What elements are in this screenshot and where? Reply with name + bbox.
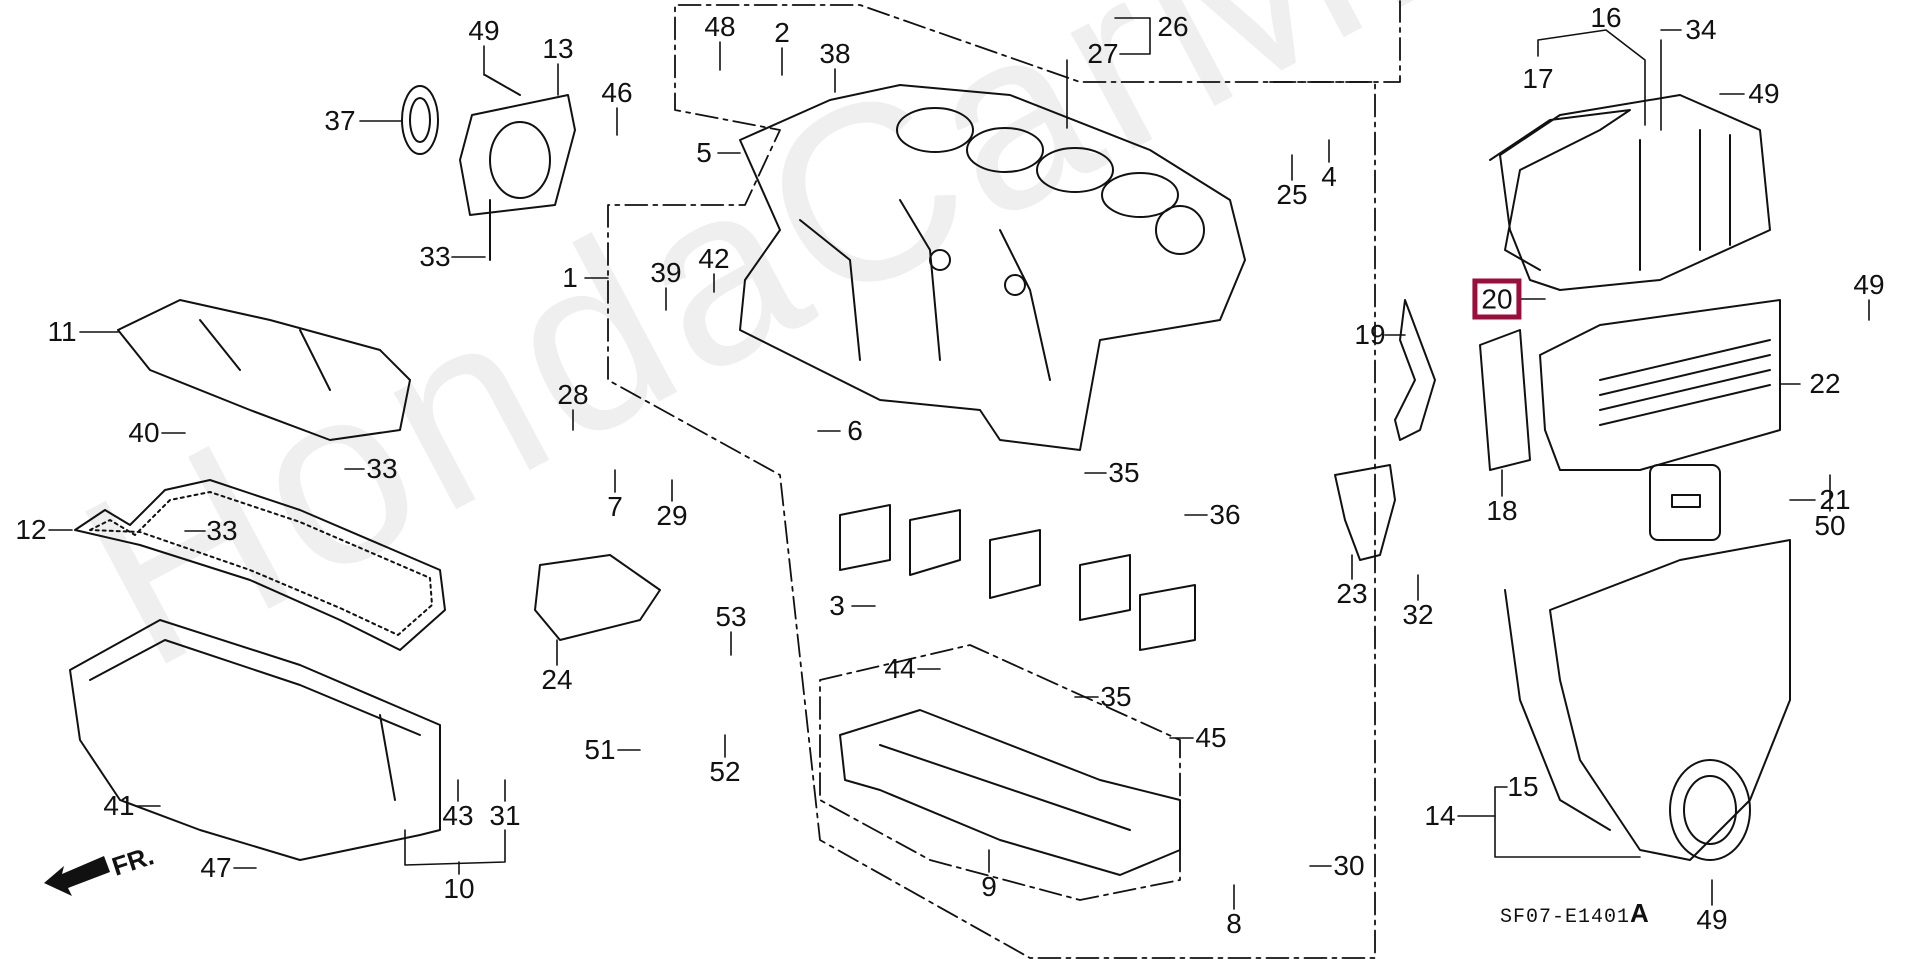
callout-20-highlighted[interactable]: 20 [1472,278,1522,320]
callout-38[interactable]: 38 [819,38,851,69]
oil-baffle [117,299,411,441]
callout-6[interactable]: 6 [847,415,863,446]
callout-39[interactable]: 39 [650,257,682,288]
callout-41[interactable]: 41 [103,790,135,821]
callout-34[interactable]: 34 [1685,14,1717,45]
callout-30[interactable]: 30 [1333,850,1365,881]
cylinder-block [739,84,1246,451]
callout-37[interactable]: 37 [324,105,356,136]
callout-32[interactable]: 32 [1402,599,1434,630]
callout-21[interactable]: 21 [1819,484,1851,515]
callout-45[interactable]: 45 [1195,722,1227,753]
callout-8[interactable]: 8 [1226,908,1242,939]
callout-23[interactable]: 23 [1336,578,1368,609]
diagram-code-text: SF07-E1401 [1500,906,1631,929]
callout-26[interactable]: 26 [1157,11,1189,42]
callout-25[interactable]: 25 [1276,179,1308,210]
bearing-cap-bridge [839,709,1181,876]
oil-pan [69,619,441,861]
callout-27[interactable]: 27 [1087,38,1119,69]
callout-49[interactable]: 49 [1696,904,1728,935]
callout-16[interactable]: 16 [1590,2,1622,33]
callout-1[interactable]: 1 [562,262,578,293]
callout-15[interactable]: 15 [1507,771,1539,802]
diagram-code: SF07-E1401A [1500,898,1650,929]
callout-43[interactable]: 43 [442,800,474,831]
callout-49[interactable]: 49 [468,15,500,46]
callout-47[interactable]: 47 [200,852,232,883]
brackets [534,299,1436,641]
callout-29[interactable]: 29 [656,500,688,531]
callout-42[interactable]: 42 [698,243,730,274]
middle-timing-cover [1479,299,1781,471]
callout-12[interactable]: 12 [15,514,47,545]
callout-4[interactable]: 4 [1321,161,1337,192]
callout-51[interactable]: 51 [584,734,616,765]
callout-14[interactable]: 14 [1424,800,1456,831]
callout-36[interactable]: 36 [1209,499,1241,530]
callout-35[interactable]: 35 [1100,681,1132,712]
callout-3[interactable]: 3 [829,590,845,621]
callout-49[interactable]: 49 [1748,78,1780,109]
callout-7[interactable]: 7 [607,491,623,522]
callout-10[interactable]: 10 [443,873,475,904]
callout-35[interactable]: 35 [1108,457,1140,488]
callout-17[interactable]: 17 [1522,63,1554,94]
block-group-outline [607,4,1376,959]
diagram-code-suffix: A [1630,898,1650,928]
callout-24[interactable]: 24 [541,664,573,695]
callout-46[interactable]: 46 [601,77,633,108]
callout-40[interactable]: 40 [128,417,160,448]
callout-11[interactable]: 11 [47,316,77,347]
lower-timing-cover [1504,539,1791,861]
callout-33[interactable]: 33 [419,241,451,272]
callout-49[interactable]: 49 [1853,269,1885,300]
callout-52[interactable]: 52 [709,756,741,787]
callout-18[interactable]: 18 [1486,495,1518,526]
callout-19[interactable]: 19 [1354,319,1386,350]
oil-pan-gasket [74,479,446,651]
group-boundaries [607,0,1401,959]
callout-9[interactable]: 9 [981,871,997,902]
callout-48[interactable]: 48 [704,11,736,42]
callout-5[interactable]: 5 [696,137,712,168]
callout-33[interactable]: 33 [366,453,398,484]
callout-13[interactable]: 13 [542,33,574,64]
callout-33[interactable]: 33 [206,515,238,546]
callout-28[interactable]: 28 [557,379,589,410]
bearing-cap-group-outline [819,644,1181,901]
upper-cap-group-outline [1269,0,1401,83]
callout-53[interactable]: 53 [715,601,747,632]
rear-seal-housing [401,74,576,261]
seal-21 [1649,464,1721,541]
callout-2[interactable]: 2 [774,17,790,48]
callout-44[interactable]: 44 [884,653,916,684]
upper-timing-cover [1489,94,1771,291]
bearing-caps [839,504,1196,651]
leader-lines [48,17,1870,910]
front-arrow-icon [44,856,110,896]
callout-22[interactable]: 22 [1809,368,1841,399]
callout-50[interactable]: 50 [1814,510,1846,541]
callout-31[interactable]: 31 [489,800,521,831]
